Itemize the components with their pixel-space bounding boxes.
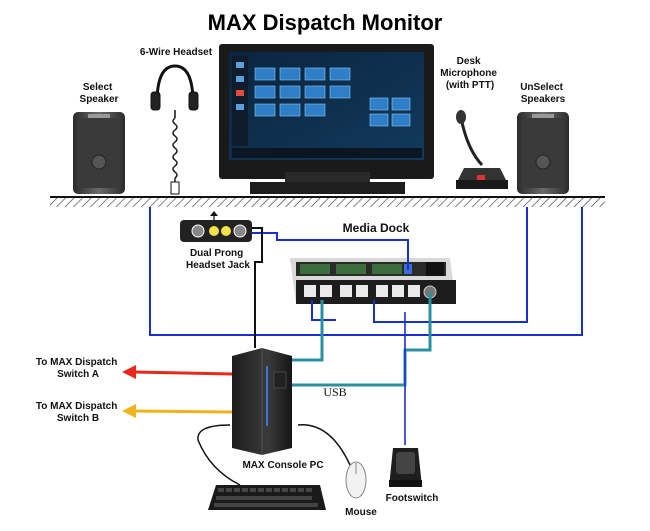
- label-unselect-line1: UnSelect: [520, 82, 563, 93]
- label-desk-mic-line1: Desk: [457, 56, 481, 67]
- label-console-pc: MAX Console PC: [242, 460, 323, 471]
- label-media-dock: Media Dock: [343, 221, 410, 235]
- label-select-speaker-line1: Select: [83, 82, 113, 93]
- label-usb: USB: [323, 385, 346, 399]
- arrow-switch-a: [122, 365, 233, 379]
- label-switch-b: To MAX Dispatch Switch B: [36, 401, 120, 424]
- headset-icon: [150, 64, 199, 195]
- footswitch-icon: [389, 448, 422, 487]
- label-switch-a-line1: To MAX Dispatch: [36, 357, 117, 368]
- label-mouse: Mouse: [345, 507, 377, 518]
- keyboard-icon: [197, 424, 326, 510]
- label-switch-a: To MAX Dispatch Switch A: [36, 357, 120, 380]
- diagram-title: MAX Dispatch Monitor: [208, 10, 443, 35]
- pc-tower-icon: [232, 348, 292, 455]
- label-headset-jack: Dual Prong Headset Jack: [186, 248, 250, 271]
- label-headset: 6-Wire Headset: [140, 47, 213, 58]
- unselect-speaker-icon: [517, 112, 569, 194]
- label-desk-mic-line2: Microphone: [440, 68, 497, 79]
- label-headset-jack-line2: Headset Jack: [186, 260, 250, 271]
- label-switch-a-line2: Switch A: [57, 369, 99, 380]
- desk-surface: [50, 196, 605, 207]
- label-switch-b-line1: To MAX Dispatch: [36, 401, 117, 412]
- headset-jack-icon: [180, 211, 252, 242]
- blue-cables: [149, 207, 583, 336]
- label-footswitch: Footswitch: [386, 493, 439, 504]
- label-unselect-speakers: UnSelect Speakers: [520, 82, 566, 105]
- arrow-switch-b: [122, 404, 233, 418]
- label-desk-mic-line3: (with PTT): [446, 80, 494, 91]
- select-speaker-icon: [73, 112, 125, 194]
- label-headset-jack-line1: Dual Prong: [190, 248, 243, 259]
- media-dock-icon: [290, 258, 456, 304]
- black-cable: [252, 227, 263, 348]
- label-select-speaker-line2: Speaker: [80, 94, 119, 105]
- mouse-icon: [297, 424, 367, 499]
- label-desk-mic: Desk Microphone (with PTT): [440, 56, 499, 91]
- label-unselect-line2: Speakers: [521, 94, 566, 105]
- desk-microphone-icon: [456, 110, 508, 189]
- monitor-icon: [219, 44, 434, 194]
- label-switch-b-line2: Switch B: [57, 413, 99, 424]
- label-select-speaker: Select Speaker: [80, 82, 119, 105]
